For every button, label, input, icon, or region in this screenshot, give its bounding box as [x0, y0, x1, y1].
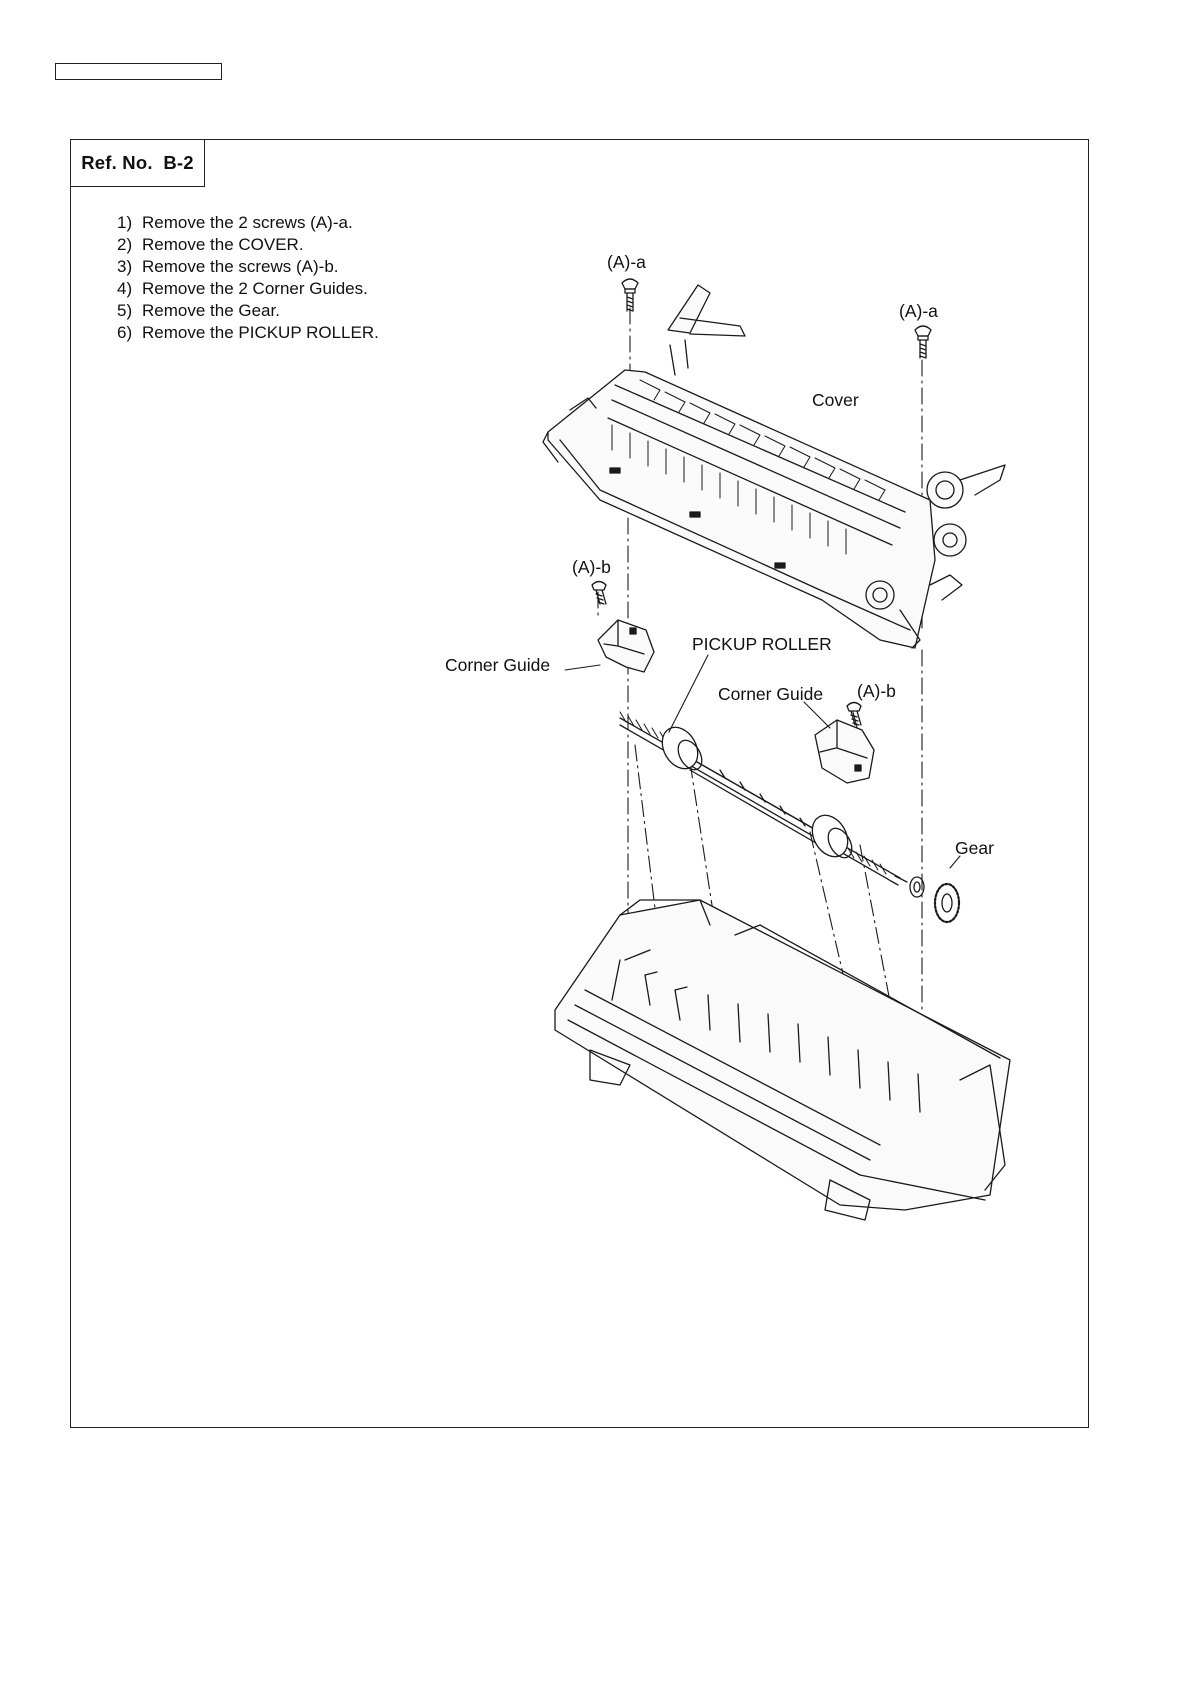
label-pickup-roller: PICKUP ROLLER: [692, 634, 832, 654]
label-corner-guide-right: Corner Guide: [718, 684, 823, 704]
cover-assembly: [543, 285, 1005, 648]
label-screw-a-right: (A)-a: [899, 301, 938, 321]
corner-guide-right-part: [815, 720, 874, 783]
label-gear: Gear: [955, 838, 994, 858]
label-cover: Cover: [812, 390, 859, 410]
leader-corner-guide-left: [565, 665, 600, 670]
screw-a-right-icon: [915, 326, 931, 358]
base-frame-assembly: [555, 900, 1010, 1220]
screw-a-left-icon: [622, 279, 638, 311]
label-corner-guide-left: Corner Guide: [445, 655, 550, 675]
screw-b-left-icon: [592, 582, 606, 605]
gear-part: [910, 877, 959, 922]
corner-guide-left-part: [598, 620, 654, 672]
label-screw-b-left: (A)-b: [572, 557, 611, 577]
leader-pickup-roller: [669, 655, 708, 732]
label-screw-b-right: (A)-b: [857, 681, 896, 701]
leader-corner-guide-right: [804, 702, 830, 728]
label-screw-a-left: (A)-a: [607, 252, 646, 272]
